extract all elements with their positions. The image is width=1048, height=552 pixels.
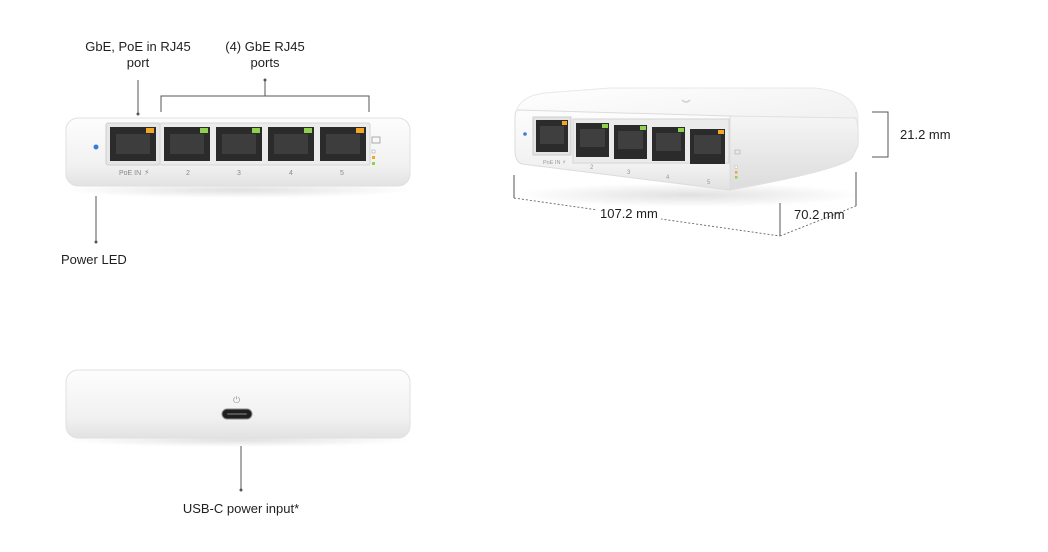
svg-text:PoE IN: PoE IN	[543, 160, 560, 166]
poe-bolt-icon: ⚡	[144, 168, 150, 177]
uplink-port-callout: GbE, PoE in RJ45 port	[58, 39, 218, 71]
uplink-port-callout-line1: GbE, PoE in RJ45	[85, 39, 191, 54]
height-dimension-line	[872, 111, 889, 158]
perspective-view: PoE IN ⚡ 2 3 4 5	[513, 87, 889, 237]
gbe-ports-callout-line1: (4) GbE RJ45	[225, 39, 305, 54]
svg-text:4: 4	[666, 175, 670, 181]
rear-view: ⏻	[63, 369, 413, 492]
power-led-callout: Power LED	[61, 252, 127, 267]
led-legend	[371, 136, 381, 165]
svg-text:5: 5	[707, 180, 711, 186]
depth-dimension-line	[779, 205, 857, 237]
depth-dimension-label: 70.2 mm	[794, 207, 845, 222]
power-symbol-icon: ⏻	[233, 395, 240, 405]
power-led-icon	[93, 144, 99, 150]
port-2	[164, 127, 210, 161]
svg-text:2: 2	[590, 165, 594, 171]
port-number-2: 2	[186, 170, 190, 177]
uplink-port-callout-line2: port	[126, 55, 150, 70]
svg-text:⚡: ⚡	[562, 159, 566, 166]
port-number-5: 5	[340, 170, 344, 177]
gbe-bracket	[160, 95, 370, 112]
front-view: PoE IN ⚡ 2 3 4 5	[63, 78, 413, 244]
port-4	[268, 127, 314, 161]
gbe-ports-callout: (4) GbE RJ45 ports	[195, 39, 335, 71]
poe-in-port	[110, 127, 156, 161]
usbc-power-callout: USB-C power input*	[182, 501, 300, 516]
port-5	[320, 127, 366, 161]
port-number-4: 4	[289, 170, 293, 177]
svg-text:3: 3	[627, 170, 631, 176]
port-3	[216, 127, 262, 161]
port-number-3: 3	[237, 170, 241, 177]
gbe-ports-callout-line2: ports	[250, 55, 280, 70]
width-dimension-line	[513, 197, 781, 237]
width-dimension-label: 107.2 mm	[597, 206, 661, 222]
height-dimension-label: 21.2 mm	[900, 127, 951, 142]
poe-in-label: PoE IN	[119, 170, 141, 177]
